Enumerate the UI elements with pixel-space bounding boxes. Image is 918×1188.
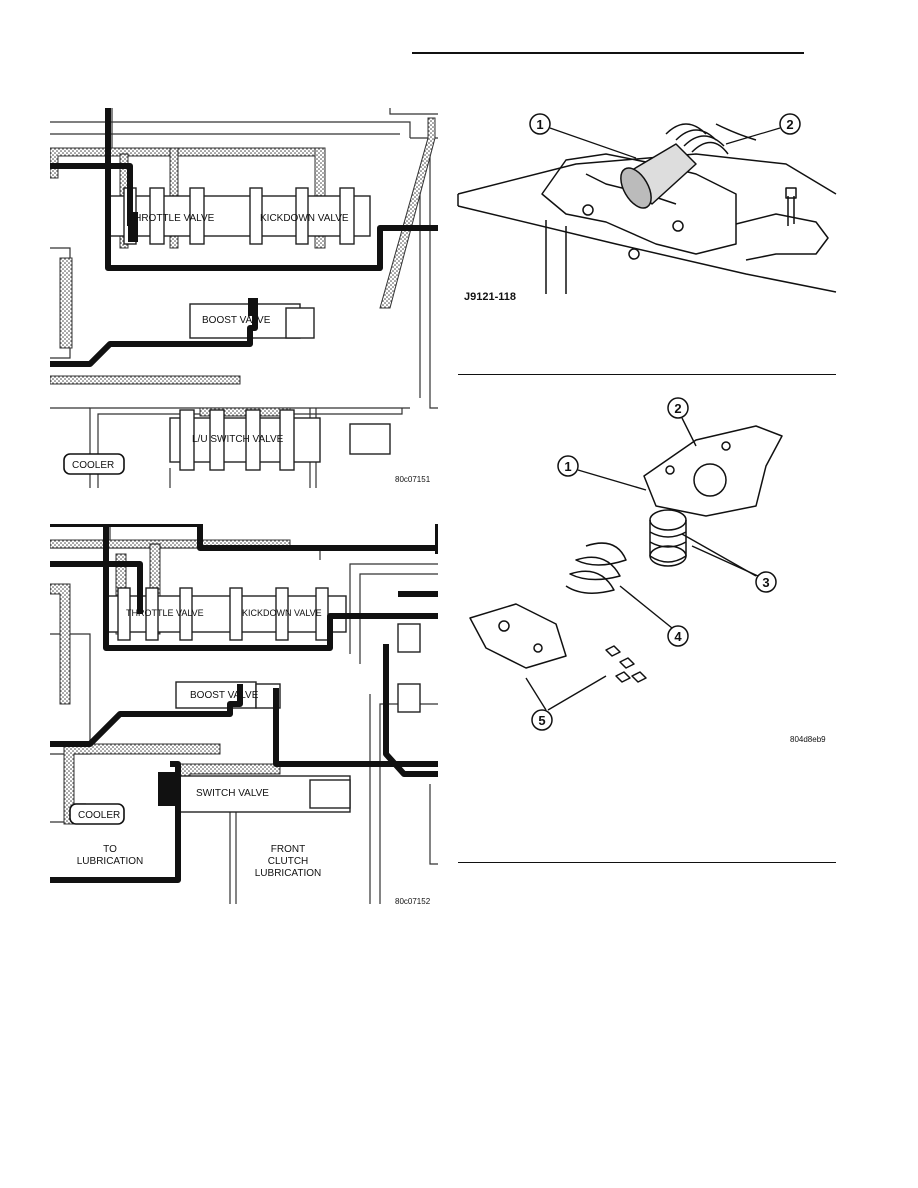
callout-2: 2 — [786, 117, 793, 132]
callout-1: 1 — [536, 117, 543, 132]
switch-valve-block — [158, 772, 176, 806]
front-clutch-line3: LUBRICATION — [255, 868, 322, 879]
cooler-label: COOLER — [72, 460, 114, 471]
to-lubrication-line1: TO — [103, 844, 117, 855]
callout-2: 2 — [674, 401, 681, 416]
separator-rule-2 — [458, 862, 836, 863]
accumulator-exploded-illustration: 1 2 3 4 5 804d8eb9 — [456, 386, 840, 746]
switch-valve-label: SWITCH VALVE — [196, 788, 269, 799]
kickdown-valve-label: KICKDOWN VALVE — [260, 213, 349, 224]
figure-code: 80c07152 — [395, 897, 431, 906]
cooler-box — [63, 453, 125, 475]
front-clutch-line1: FRONT — [271, 844, 305, 855]
figure-code: 804d8eb9 — [790, 735, 826, 744]
accumulator-installed-illustration: 1 2 J9121-118 — [456, 104, 840, 304]
front-clutch-line2: CLUTCH — [268, 856, 309, 867]
header-rule — [412, 52, 804, 54]
hydraulic-diagram-bottom: THROTTLE VALVE KICKDOWN VALVE BOOST VALV… — [50, 524, 438, 908]
callout-5: 5 — [538, 713, 545, 728]
accumulator-exploded-svg: 1 2 3 4 5 804d8eb9 — [469, 397, 826, 744]
to-lubrication-line2: LUBRICATION — [77, 856, 144, 867]
boost-valve-label: BOOST VALVE — [202, 315, 271, 326]
callout-1: 1 — [564, 459, 571, 474]
hydraulic-diagram-bottom-svg: THROTTLE VALVE KICKDOWN VALVE BOOST VALV… — [50, 524, 438, 906]
figure-code: J9121-118 — [464, 291, 516, 303]
kickdown-valve-label: KICKDOWN VALVE — [242, 608, 322, 618]
hydraulic-diagram-top-svg: THROTTLE VALVE KICKDOWN VALVE BOOST VALV… — [50, 108, 438, 488]
accumulator-installed-svg: 1 2 J9121-118 — [457, 113, 837, 303]
hydraulic-diagram-top: THROTTLE VALVE KICKDOWN VALVE BOOST VALV… — [50, 108, 438, 488]
figure-code: 80c07151 — [395, 475, 431, 484]
throttle-valve-label: THROTTLE VALVE — [126, 608, 204, 618]
lu-switch-valve-label: L/U SWITCH VALVE — [192, 434, 284, 445]
throttle-valve-label: THROTTLE VALVE — [128, 213, 215, 224]
callout-3: 3 — [762, 575, 769, 590]
boost-valve-label: BOOST VALVE — [190, 690, 259, 701]
cooler-box — [69, 803, 125, 825]
separator-rule-1 — [458, 374, 836, 375]
callout-4: 4 — [674, 629, 682, 644]
cooler-label: COOLER — [78, 810, 120, 821]
